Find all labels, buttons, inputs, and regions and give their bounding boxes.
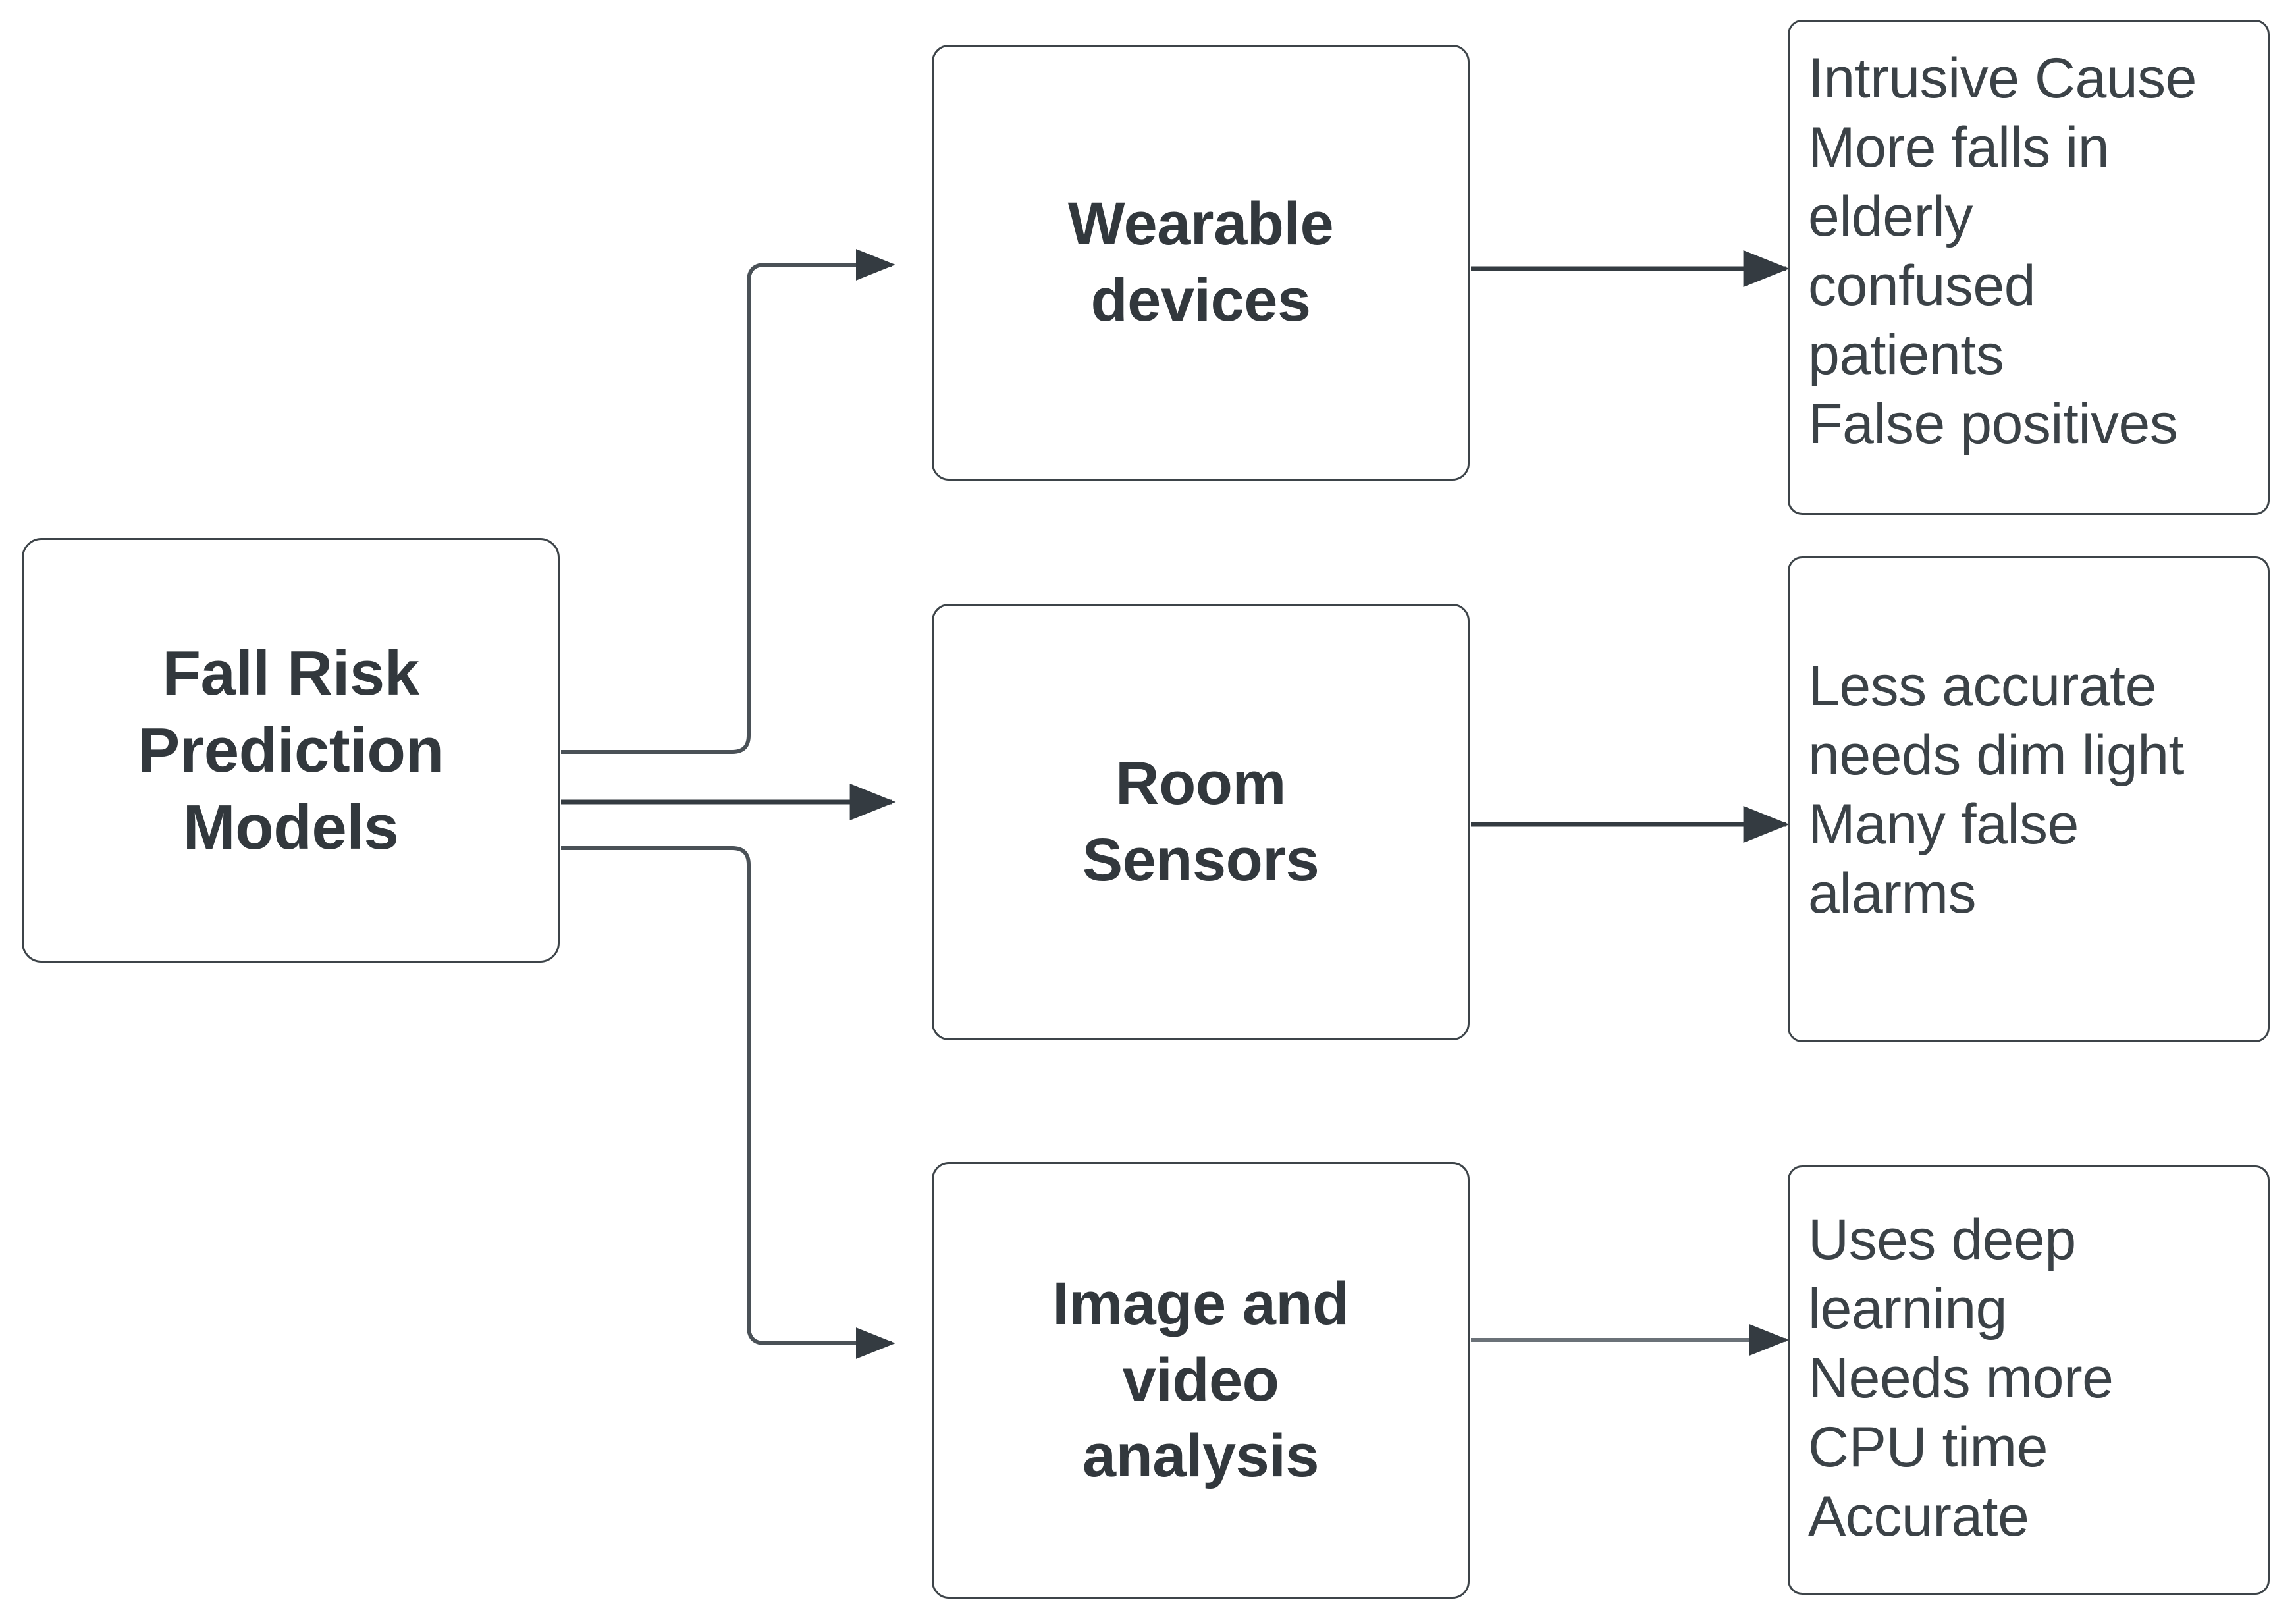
node-label: Less accurate needs dim light Many false… — [1808, 655, 2184, 925]
node-image-and-video-analysis[interactable]: Image and video analysis — [932, 1162, 1470, 1599]
node-label: Fall Risk Prediction Models — [138, 637, 444, 863]
node-label: Intrusive Cause More falls in elderly co… — [1808, 47, 2197, 456]
node-wearable-devices[interactable]: Wearable devices — [932, 45, 1470, 481]
node-room-sensors-outcome[interactable]: Less accurate needs dim light Many false… — [1788, 556, 2270, 1042]
node-room-sensors[interactable]: Room Sensors — [932, 604, 1470, 1040]
node-label: Image and video analysis — [1052, 1270, 1349, 1490]
node-label: Wearable devices — [1067, 190, 1334, 334]
node-label: Uses deep learning Needs more CPU time A… — [1808, 1208, 2114, 1548]
node-fall-risk-prediction-models[interactable]: Fall Risk Prediction Models — [22, 538, 560, 963]
node-wearable-outcome[interactable]: Intrusive Cause More falls in elderly co… — [1788, 20, 2270, 515]
edge-root-to-image — [561, 846, 895, 1359]
node-label: Room Sensors — [1082, 749, 1320, 894]
node-image-video-outcome[interactable]: Uses deep learning Needs more CPU time A… — [1788, 1165, 2270, 1595]
edge-root-to-wearable — [561, 249, 895, 754]
